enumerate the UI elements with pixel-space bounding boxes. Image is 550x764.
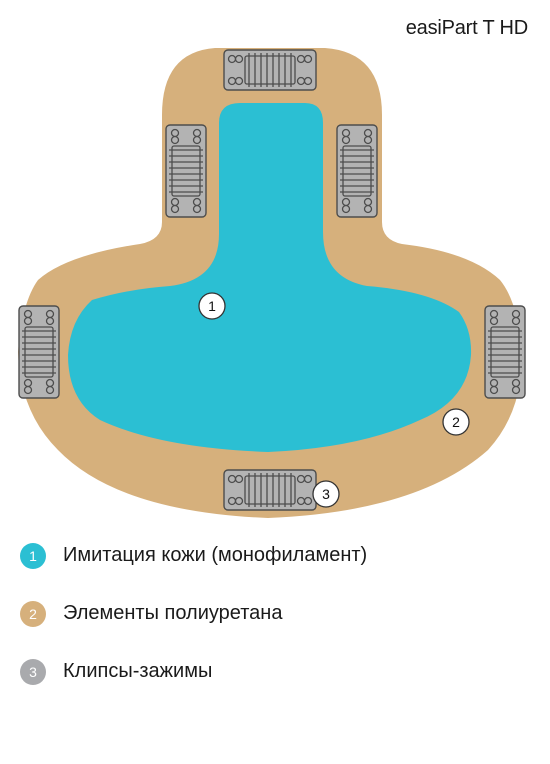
- svg-text:2: 2: [452, 414, 460, 430]
- clip-bottom: [223, 469, 317, 511]
- marker-clip: 3: [312, 480, 340, 508]
- legend-item-skin: 1 Имитация кожи (монофиламент): [20, 540, 540, 569]
- legend-dot-skin: 1: [20, 543, 46, 569]
- legend-label-clips: Клипсы-зажимы: [63, 660, 213, 682]
- clip-middle-right: [485, 306, 525, 398]
- clip-middle-left: [19, 306, 59, 398]
- legend-dot-clips: 3: [20, 659, 46, 685]
- legend-item-polyurethane: 2 Элементы полиуретана: [20, 598, 540, 627]
- product-title: easiPart T HD: [405, 17, 528, 39]
- clip-top: [223, 49, 317, 91]
- clip-upper-right: [337, 125, 377, 217]
- legend-label-polyurethane: Элементы полиуретана: [63, 602, 283, 624]
- legend-label-skin: Имитация кожи (монофиламент): [63, 544, 368, 566]
- legend-dot-polyurethane: 2: [20, 601, 46, 627]
- marker-skin: 1: [198, 292, 226, 320]
- svg-text:3: 3: [322, 486, 330, 502]
- marker-polyurethane: 2: [442, 408, 470, 436]
- skin-area: [68, 103, 472, 452]
- legend: 1 Имитация кожи (монофиламент) 2 Элемент…: [20, 540, 540, 714]
- legend-item-clips: 3 Клипсы-зажимы: [20, 656, 540, 685]
- svg-text:1: 1: [208, 298, 216, 314]
- clip-upper-left: [166, 125, 206, 217]
